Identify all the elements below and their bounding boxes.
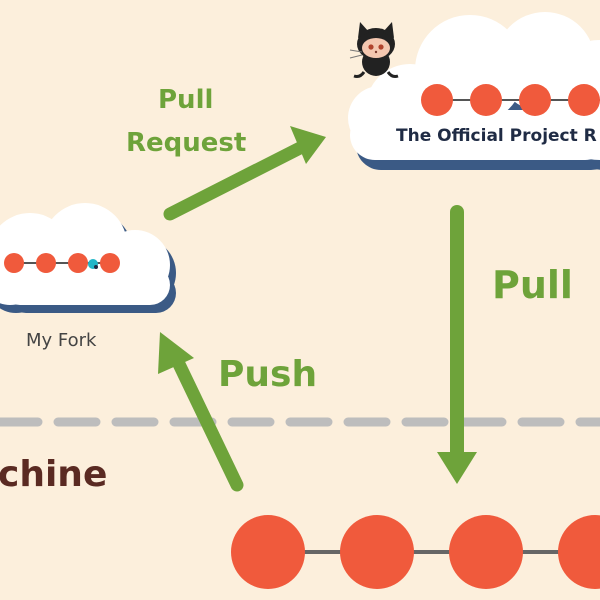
official-commit-chain	[421, 84, 600, 116]
local-commit-node	[449, 515, 523, 589]
my-fork-label: My Fork	[26, 330, 97, 351]
official-commit-node	[470, 84, 502, 116]
official-repo-label: The Official Project R	[396, 126, 597, 146]
pull-arrow	[437, 205, 477, 484]
local-commit-node	[231, 515, 305, 589]
local-commit-chain	[231, 515, 600, 589]
fork-commit-node	[68, 253, 88, 273]
fork-commit-chain	[4, 253, 120, 273]
my-fork-cloud	[0, 203, 176, 313]
pull-label: Pull	[492, 263, 573, 307]
octocat-icon	[349, 22, 399, 78]
fork-commit-node	[4, 253, 24, 273]
pull-request-label-line2: Request	[126, 128, 246, 158]
fork-highlight-dot	[94, 265, 98, 269]
push-label: Push	[218, 354, 317, 395]
pull-request-label-line1: Pull	[158, 85, 213, 115]
local-commit-node	[340, 515, 414, 589]
local-commit-node	[558, 515, 600, 589]
fork-commit-node	[100, 253, 120, 273]
push-arrow	[158, 332, 244, 492]
official-commit-node	[568, 84, 600, 116]
fork-commit-node	[36, 253, 56, 273]
official-commit-node	[519, 84, 551, 116]
local-machine-label: chine	[0, 454, 107, 495]
pull-request-arrow	[163, 126, 326, 221]
official-commit-node	[421, 84, 453, 116]
